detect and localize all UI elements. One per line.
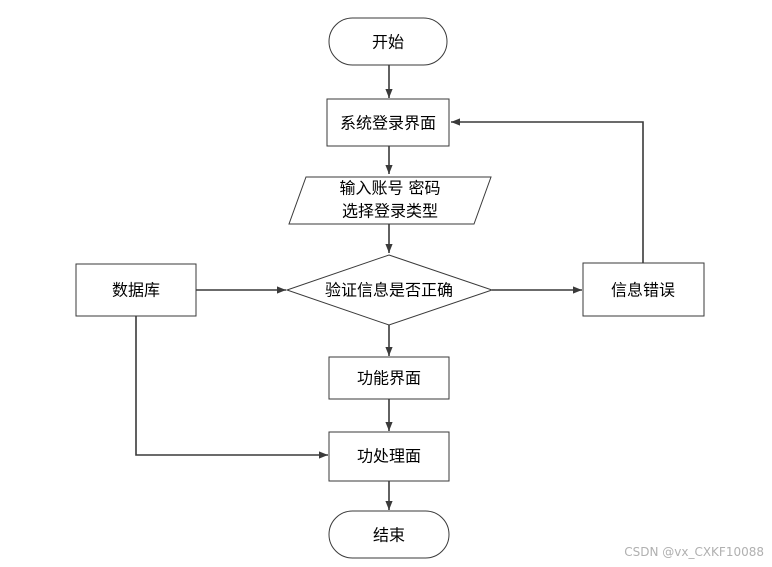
- input-label-line2: 选择登录类型: [342, 202, 438, 221]
- start-label: 开始: [372, 33, 404, 52]
- end-label: 结束: [373, 526, 405, 545]
- database-node: 数据库: [75, 263, 197, 317]
- validate-label: 验证信息是否正确: [325, 281, 453, 300]
- validate-decision-node: 验证信息是否正确: [285, 254, 494, 326]
- edge-database-to-process: [135, 316, 328, 459]
- start-node: 开始: [328, 17, 448, 66]
- function-screen-node: 功能界面: [328, 356, 450, 400]
- login-screen-node: 系统登录界面: [326, 98, 450, 147]
- process-screen-node: 功处理面: [328, 431, 450, 482]
- edge-error-to-login: [451, 118, 644, 263]
- end-node: 结束: [328, 510, 450, 559]
- watermark: CSDN @vx_CXKF10088: [624, 545, 764, 559]
- info-error-node: 信息错误: [582, 262, 705, 317]
- login-screen-label: 系统登录界面: [340, 114, 436, 133]
- input-label-line1: 输入账号 密码: [339, 179, 440, 198]
- process-screen-label: 功处理面: [357, 447, 421, 466]
- info-error-label: 信息错误: [611, 281, 675, 300]
- input-node: 输入账号 密码 选择登录类型: [288, 176, 492, 225]
- database-label: 数据库: [112, 281, 160, 300]
- function-screen-label: 功能界面: [357, 369, 421, 388]
